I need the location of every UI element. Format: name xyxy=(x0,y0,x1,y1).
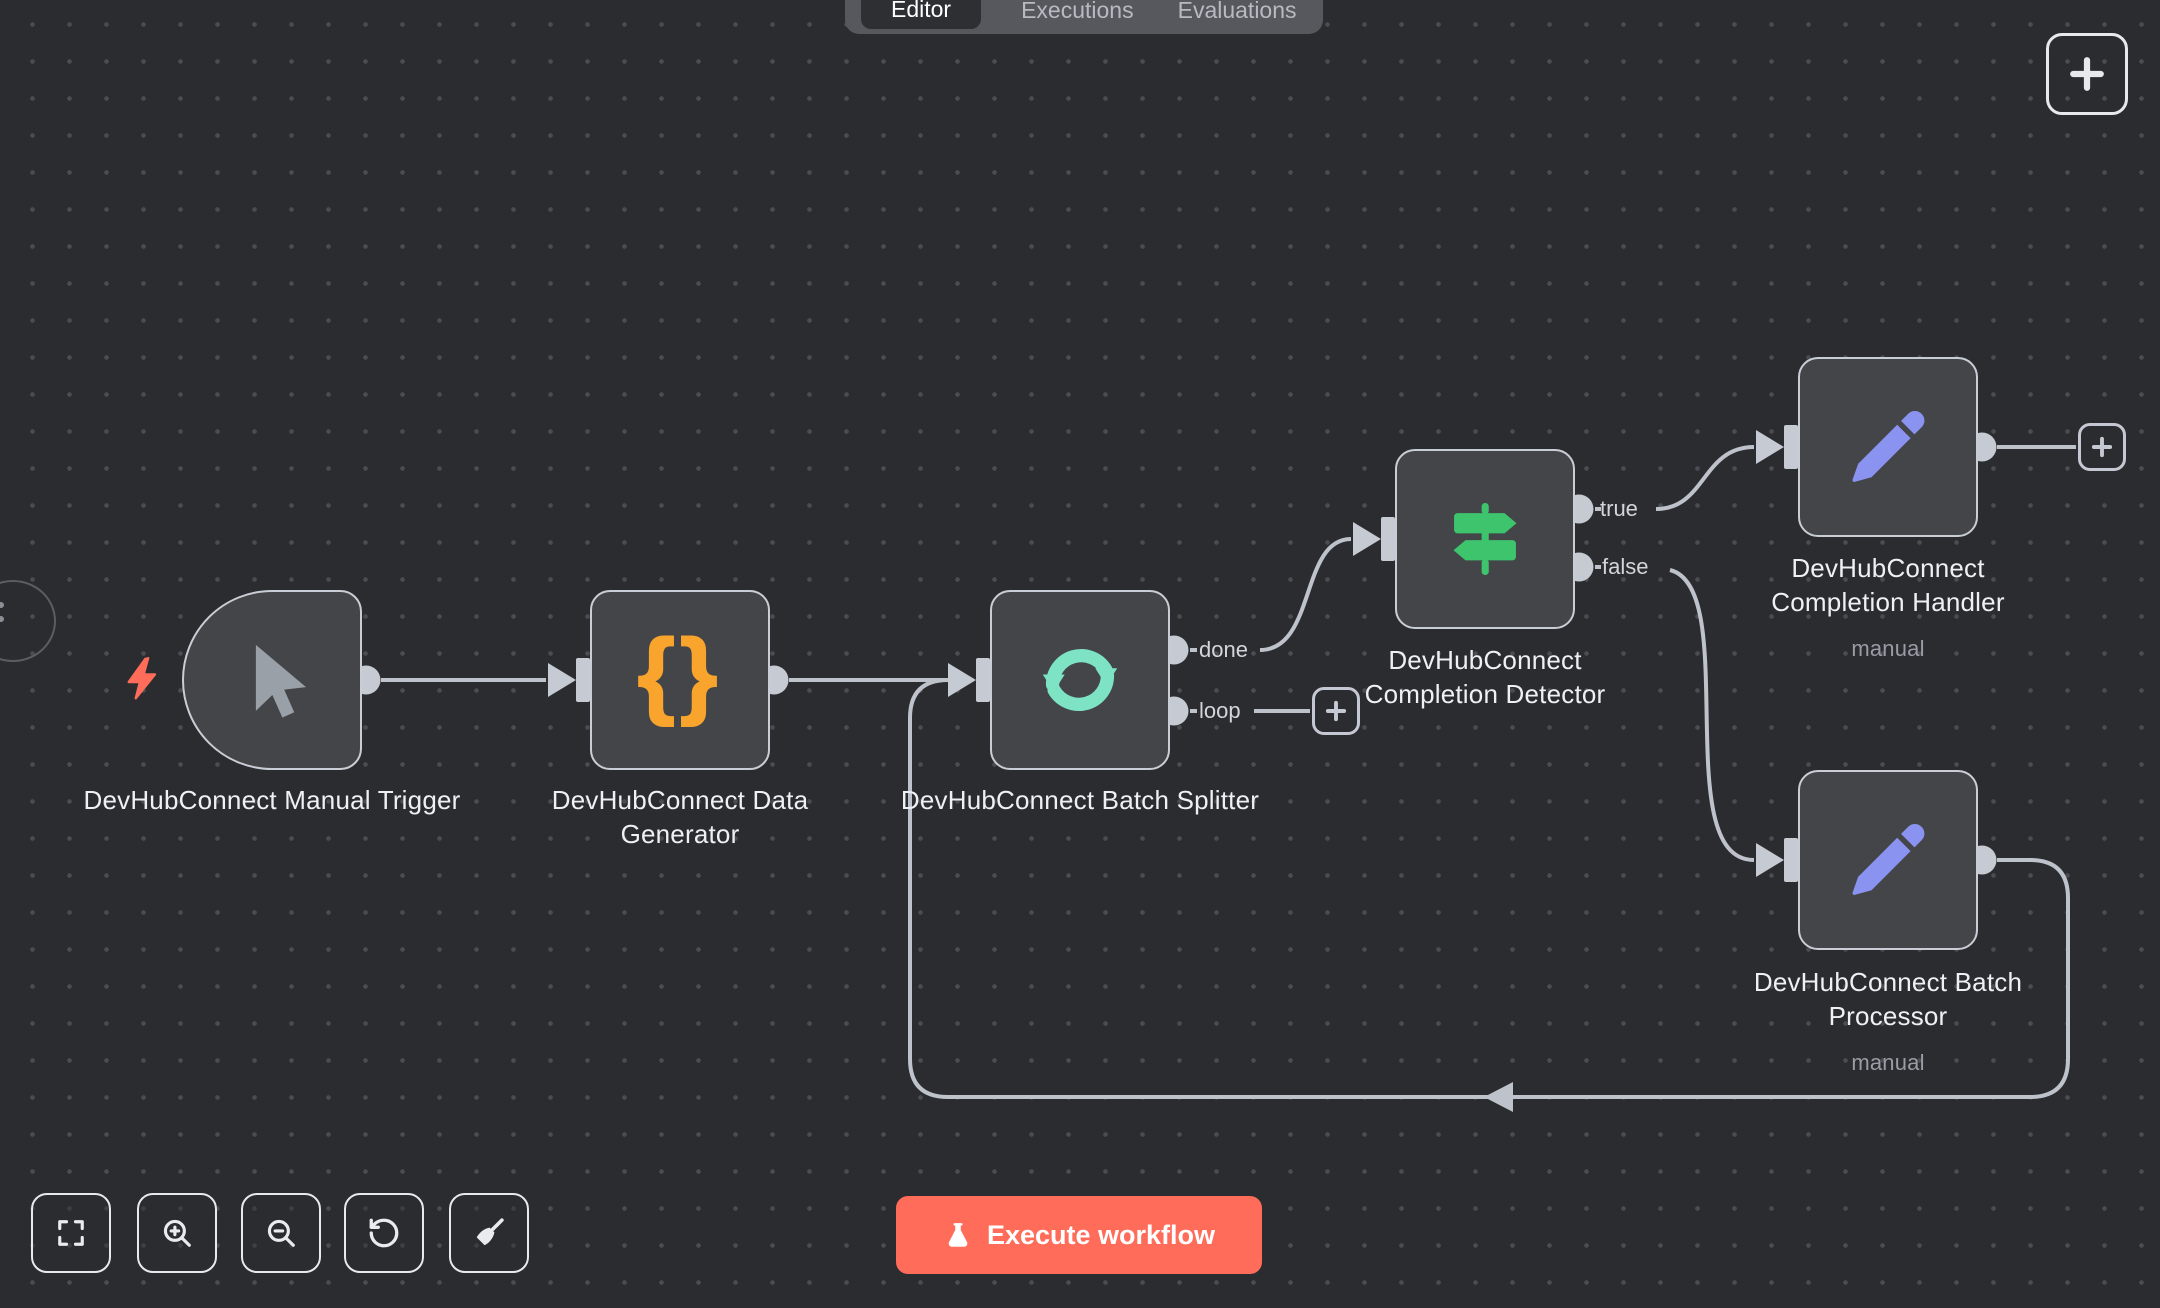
node-manual-trigger[interactable] xyxy=(182,590,362,770)
edge-arrowhead xyxy=(1484,1082,1513,1112)
tab-evaluations[interactable]: Evaluations xyxy=(1174,0,1301,24)
port-label-true: true xyxy=(1600,496,1638,521)
node-label-manual-trigger: DevHubConnect Manual Trigger xyxy=(83,785,461,815)
loop-add-node-button[interactable] xyxy=(1312,687,1360,735)
add-node-button[interactable] xyxy=(2046,33,2128,115)
edge-done-to-detector[interactable] xyxy=(1259,537,1352,652)
node-label-completion-handler: DevHubConnect Completion Handler xyxy=(1771,553,2005,618)
node-label-data-generator: DevHubConnect Data Generator xyxy=(551,785,809,850)
node-subtitle-batch-processor: manual xyxy=(1851,1050,1925,1075)
port-label-false: false xyxy=(1602,554,1649,579)
tab-editor[interactable]: Editor xyxy=(861,0,982,29)
execute-workflow-button[interactable]: Execute workflow xyxy=(896,1196,1262,1274)
execute-workflow-label: Execute workflow xyxy=(986,1219,1216,1250)
node-label-batch-splitter: DevHubConnect Batch Splitter xyxy=(900,785,1260,815)
node-batch-splitter[interactable] xyxy=(990,590,1170,770)
edge-true-to-handler[interactable] xyxy=(1655,445,1755,511)
port-label-loop: loop xyxy=(1199,698,1241,723)
curly-braces-icon: {} xyxy=(637,620,723,727)
zoom-in-button[interactable] xyxy=(137,1193,217,1273)
plus-icon xyxy=(2091,436,2113,458)
port-label-done: done xyxy=(1199,637,1248,662)
view-tabs: Editor Executions Evaluations xyxy=(845,0,1323,34)
loop-arrows-icon xyxy=(1042,649,1118,711)
handler-add-node-button[interactable] xyxy=(2078,423,2126,471)
zoom-in-icon xyxy=(163,1219,191,1247)
node-subtitle-completion-handler: manual xyxy=(1851,636,1925,661)
zoom-to-fit-icon xyxy=(58,1220,84,1246)
broom-icon xyxy=(476,1218,504,1246)
node-completion-handler[interactable] xyxy=(1798,357,1978,537)
zoom-to-fit-button[interactable] xyxy=(31,1193,111,1273)
plus-icon xyxy=(2070,57,2104,91)
tab-executions[interactable]: Executions xyxy=(1017,0,1138,24)
zoom-out-icon xyxy=(267,1219,295,1247)
zoom-out-button[interactable] xyxy=(241,1193,321,1273)
signpost-icon xyxy=(1453,503,1517,575)
tidy-up-button[interactable] xyxy=(449,1193,529,1273)
flask-icon xyxy=(948,1223,968,1247)
canvas-edge-artifact xyxy=(0,580,56,662)
undo-rotate-icon xyxy=(369,1218,399,1248)
node-batch-processor[interactable] xyxy=(1798,770,1978,950)
node-label-batch-processor: DevHubConnect Batch Processor xyxy=(1753,967,2023,1032)
lightning-bolt-icon xyxy=(127,656,157,700)
node-completion-detector[interactable] xyxy=(1395,449,1575,629)
plus-icon xyxy=(1325,700,1347,722)
node-label-completion-detector: DevHubConnect Completion Detector xyxy=(1364,645,1606,710)
node-data-generator[interactable]: {} xyxy=(590,590,770,770)
pencil-icon xyxy=(1852,823,1925,895)
pencil-icon xyxy=(1852,410,1925,482)
reset-zoom-button[interactable] xyxy=(344,1193,424,1273)
mouse-cursor-icon xyxy=(255,644,307,718)
